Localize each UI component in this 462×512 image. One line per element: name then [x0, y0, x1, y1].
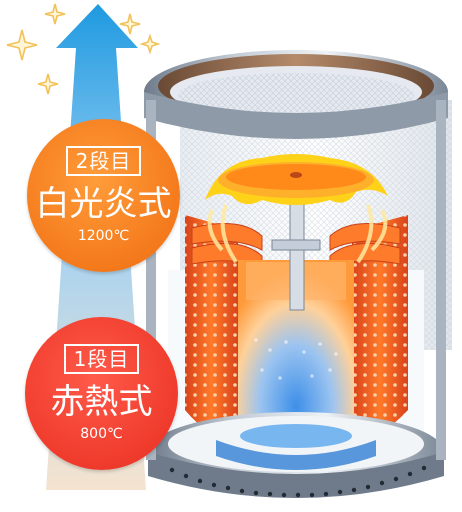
stage-2-temp: 1200℃ [77, 228, 130, 244]
stage-1-label: 1段目 [63, 344, 140, 374]
stage-2-badge: 2段目 白光炎式 1200℃ [27, 119, 180, 272]
stage-1-mode: 赤熱式 [50, 382, 153, 422]
stage-1-temp: 800℃ [80, 426, 123, 442]
stage-2-label: 2段目 [65, 146, 142, 176]
stage-2-mode: 白光炎式 [35, 184, 172, 224]
sparkle-icon [6, 3, 161, 95]
stage-1-badge: 1段目 赤熱式 800℃ [25, 317, 178, 470]
